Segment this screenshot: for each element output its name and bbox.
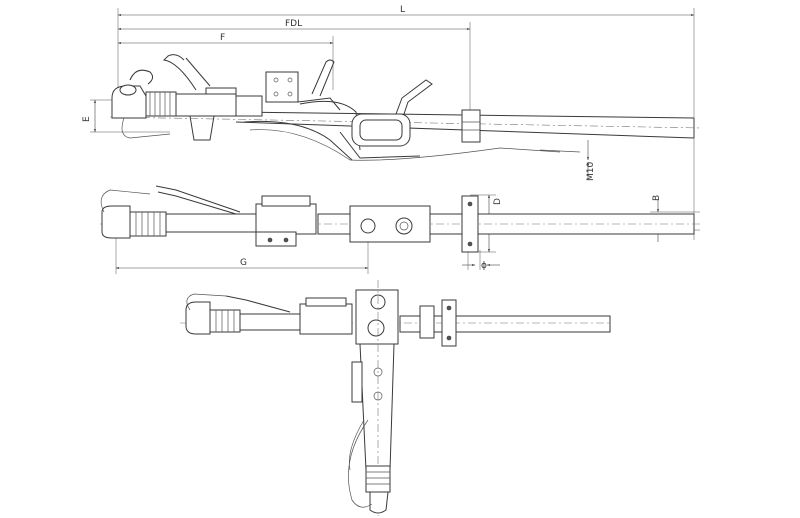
dim-label-G: G [240,258,247,268]
tube-clamp-assembly [441,299,457,347]
rubber-bellows [145,91,177,117]
dim-label-M10: M10 [586,162,596,181]
rubber-bellows-top [129,211,167,237]
side-view [109,54,701,161]
dim-label-phi: ϕ [481,261,487,271]
dimension-annotations: L FDL F E M10 D B G [82,5,700,274]
tube-clamp-top [461,195,479,253]
overrun-bracket [265,71,299,103]
dim-label-FDL: FDL [285,19,302,29]
tube-clamp-side [461,109,481,143]
dim-label-F: F [220,33,225,43]
top-view [100,185,700,253]
dim-label-B: B [652,195,662,201]
assembly-view [180,280,611,516]
handbrake-lever [162,54,197,91]
jockey-leg [359,343,395,471]
coupling-head-top [101,205,131,239]
dim-label-L: L [400,5,405,15]
coupling-head-assembly [185,301,211,335]
dim-label-E: E [82,116,92,122]
dim-label-D: D [493,198,503,205]
